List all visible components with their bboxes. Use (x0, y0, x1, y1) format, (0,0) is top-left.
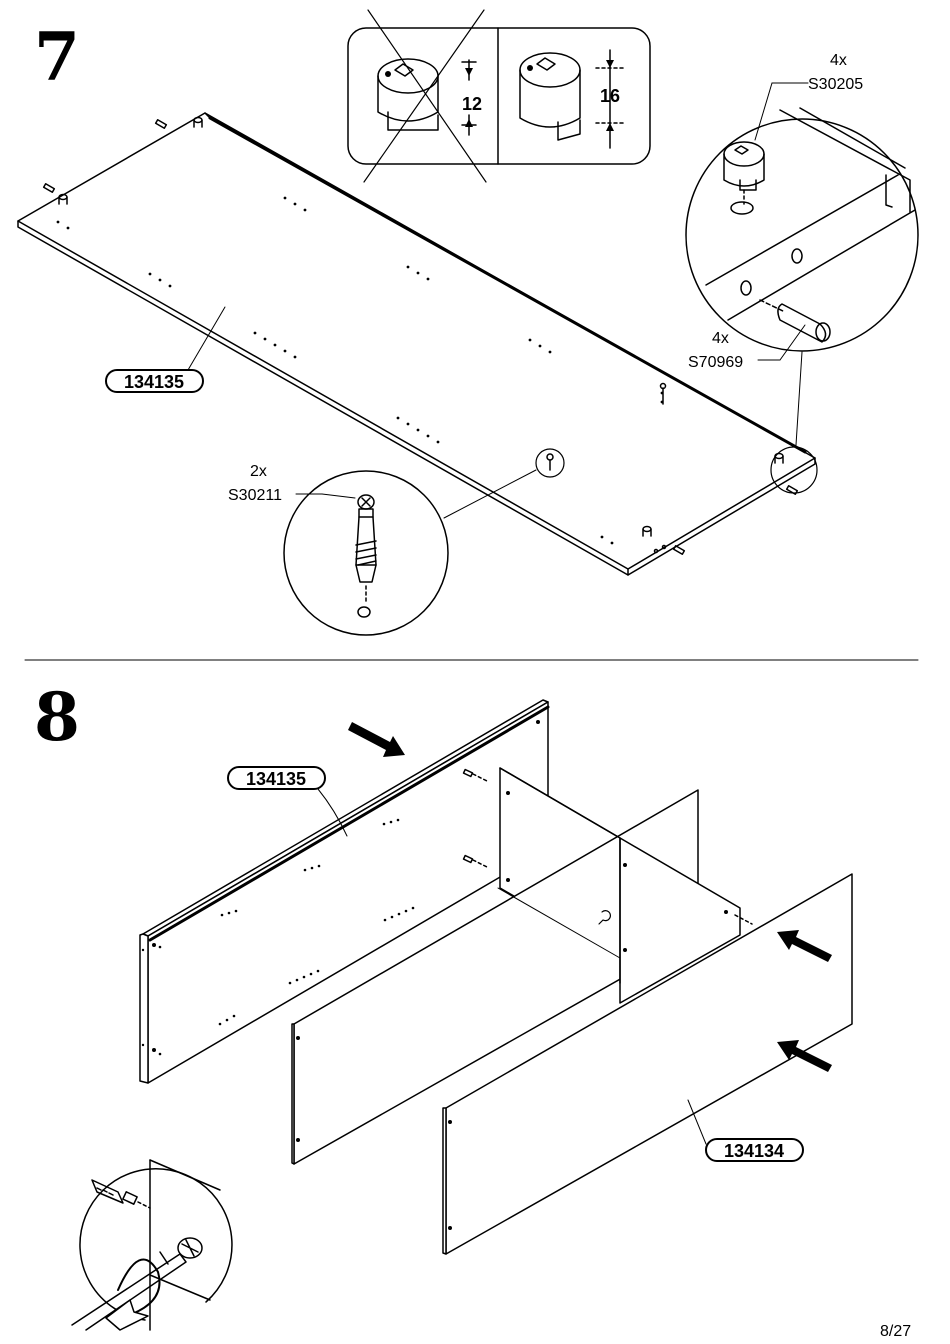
callout-qty-s70969: 4x (712, 330, 729, 347)
svg-text:134135: 134135 (246, 769, 306, 789)
svg-text:134134: 134134 (724, 1141, 784, 1161)
callout-code-s30211: S30211 (228, 487, 282, 504)
panel-134134 (442, 873, 853, 1255)
part-label-134134: 134134 (687, 1099, 804, 1162)
step-7-number: 7 (34, 18, 80, 96)
step-8-number: 8 (34, 678, 80, 756)
screw-detail (283, 448, 565, 636)
svg-text:12: 12 (462, 94, 482, 114)
cam-icon (723, 141, 765, 191)
svg-text:134135: 134135 (124, 372, 184, 392)
arrow-icon (777, 1040, 832, 1072)
side-panel-right (497, 767, 753, 1004)
page-number: 8/27 (880, 1323, 911, 1340)
cam-icon (519, 52, 581, 141)
svg-text:16: 16 (600, 86, 620, 106)
panel-134135-step7 (17, 112, 816, 576)
callout-qty-s30211: 2x (250, 463, 267, 480)
screwdriver-detail (71, 1159, 233, 1331)
part-label-134135-step8: 134135 (227, 766, 348, 837)
callout-qty-s30205: 4x (830, 52, 847, 69)
dowel-cam-detail (685, 82, 919, 494)
arrow-icon (777, 930, 832, 962)
screw-icon (659, 382, 667, 405)
cam-depth-detail: 12 16 (347, 9, 651, 183)
cam-icon (377, 58, 439, 131)
cam-icon (58, 116, 784, 537)
screw-icon (91, 1179, 138, 1205)
callout-code-s30205: S30205 (808, 76, 863, 93)
screw-icon (355, 453, 554, 583)
panel-134135-step8 (139, 699, 550, 1084)
screwdriver-icon (71, 1251, 187, 1331)
arrow-icon (348, 722, 405, 757)
rotate-arrow-icon (105, 1299, 149, 1331)
callout-code-s70969: S70969 (688, 354, 743, 371)
dowel-icon (777, 303, 831, 343)
part-label-134135-step7: 134135 (105, 306, 226, 393)
